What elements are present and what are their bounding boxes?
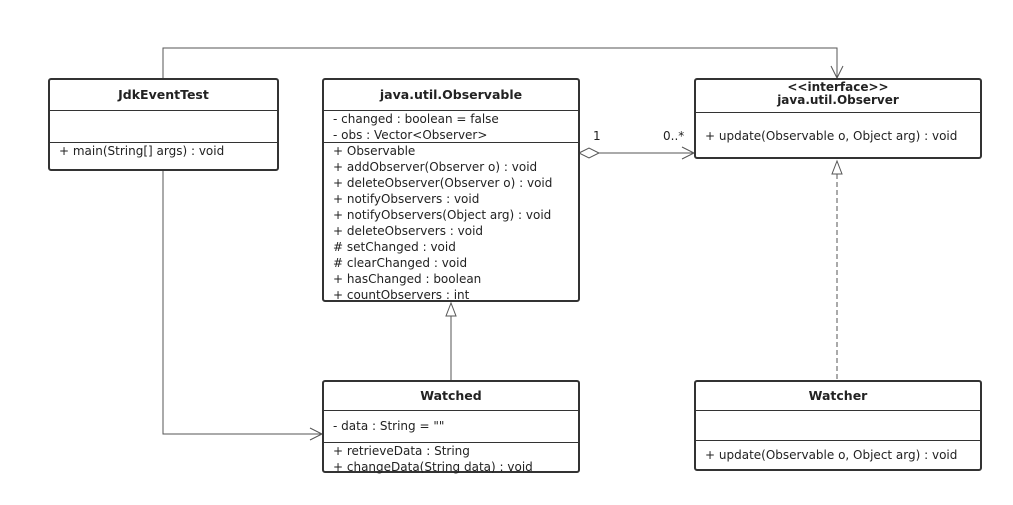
generalization-triangle <box>445 301 457 317</box>
operation: + retrieveData : String <box>333 444 470 458</box>
class-watcher[interactable]: Watcher + update(Observable o, Object ar… <box>694 380 982 471</box>
operation: + countObservers : int <box>333 288 470 302</box>
operation: + notifyObservers(Object arg) : void <box>333 208 552 222</box>
operation: + Observable <box>333 144 416 158</box>
operation: + hasChanged : boolean <box>333 272 482 286</box>
interface-observer[interactable]: <<interface>> java.util.Observer + updat… <box>694 78 982 159</box>
operations-compartment: + update(Observable o, Object arg) : voi… <box>696 440 980 463</box>
operations-compartment: + update(Observable o, Object arg) : voi… <box>696 112 980 144</box>
operation: + update(Observable o, Object arg) : voi… <box>705 129 958 143</box>
attributes-compartment: - changed : boolean = false - obs : Vect… <box>324 110 578 142</box>
operation: # setChanged : void <box>333 240 456 254</box>
operation: + deleteObservers : void <box>333 224 484 238</box>
operation: + update(Observable o, Object arg) : voi… <box>705 448 958 462</box>
stereotype-label: <<interface>> <box>787 80 889 94</box>
operations-compartment: + Observable + addObserver(Observer o) :… <box>324 142 578 303</box>
multiplicity-target: 0..* <box>663 129 685 143</box>
aggregation-diamond <box>577 147 601 159</box>
operation: + notifyObservers : void <box>333 192 480 206</box>
dependency-jdkeventtest-observer <box>162 47 838 78</box>
operations-compartment: + retrieveData : String + changeData(Str… <box>324 442 578 475</box>
class-name: Watched <box>420 388 482 403</box>
attributes-compartment: - data : String = "" <box>324 410 578 442</box>
realization-triangle <box>831 159 843 175</box>
operations-compartment: + main(String[] args) : void <box>50 142 277 159</box>
dependency-jdkeventtest-watched <box>162 171 322 435</box>
class-name: Watcher <box>808 388 868 403</box>
operation: + deleteObserver(Observer o) : void <box>333 176 553 190</box>
operation: + changeData(String data) : void <box>333 460 533 474</box>
multiplicity-source: 1 <box>593 129 601 143</box>
attributes-compartment <box>50 110 277 142</box>
operation: + main(String[] args) : void <box>59 144 225 158</box>
class-observable[interactable]: java.util.Observable - changed : boolean… <box>322 78 580 302</box>
class-jdkeventtest[interactable]: JdkEventTest + main(String[] args) : voi… <box>48 78 279 171</box>
attribute: - data : String = "" <box>333 419 445 433</box>
operation: # clearChanged : void <box>333 256 468 270</box>
attribute: - changed : boolean = false <box>333 112 499 126</box>
operation: + addObserver(Observer o) : void <box>333 160 538 174</box>
attribute: - obs : Vector<Observer> <box>333 128 488 142</box>
class-name: java.util.Observable <box>379 87 523 102</box>
interface-header: <<interface>> java.util.Observer <box>696 80 980 112</box>
interface-name: java.util.Observer <box>777 93 899 107</box>
attributes-compartment <box>696 410 980 440</box>
class-watched[interactable]: Watched - data : String = "" + retrieveD… <box>322 380 580 475</box>
class-name: JdkEventTest <box>118 87 209 102</box>
